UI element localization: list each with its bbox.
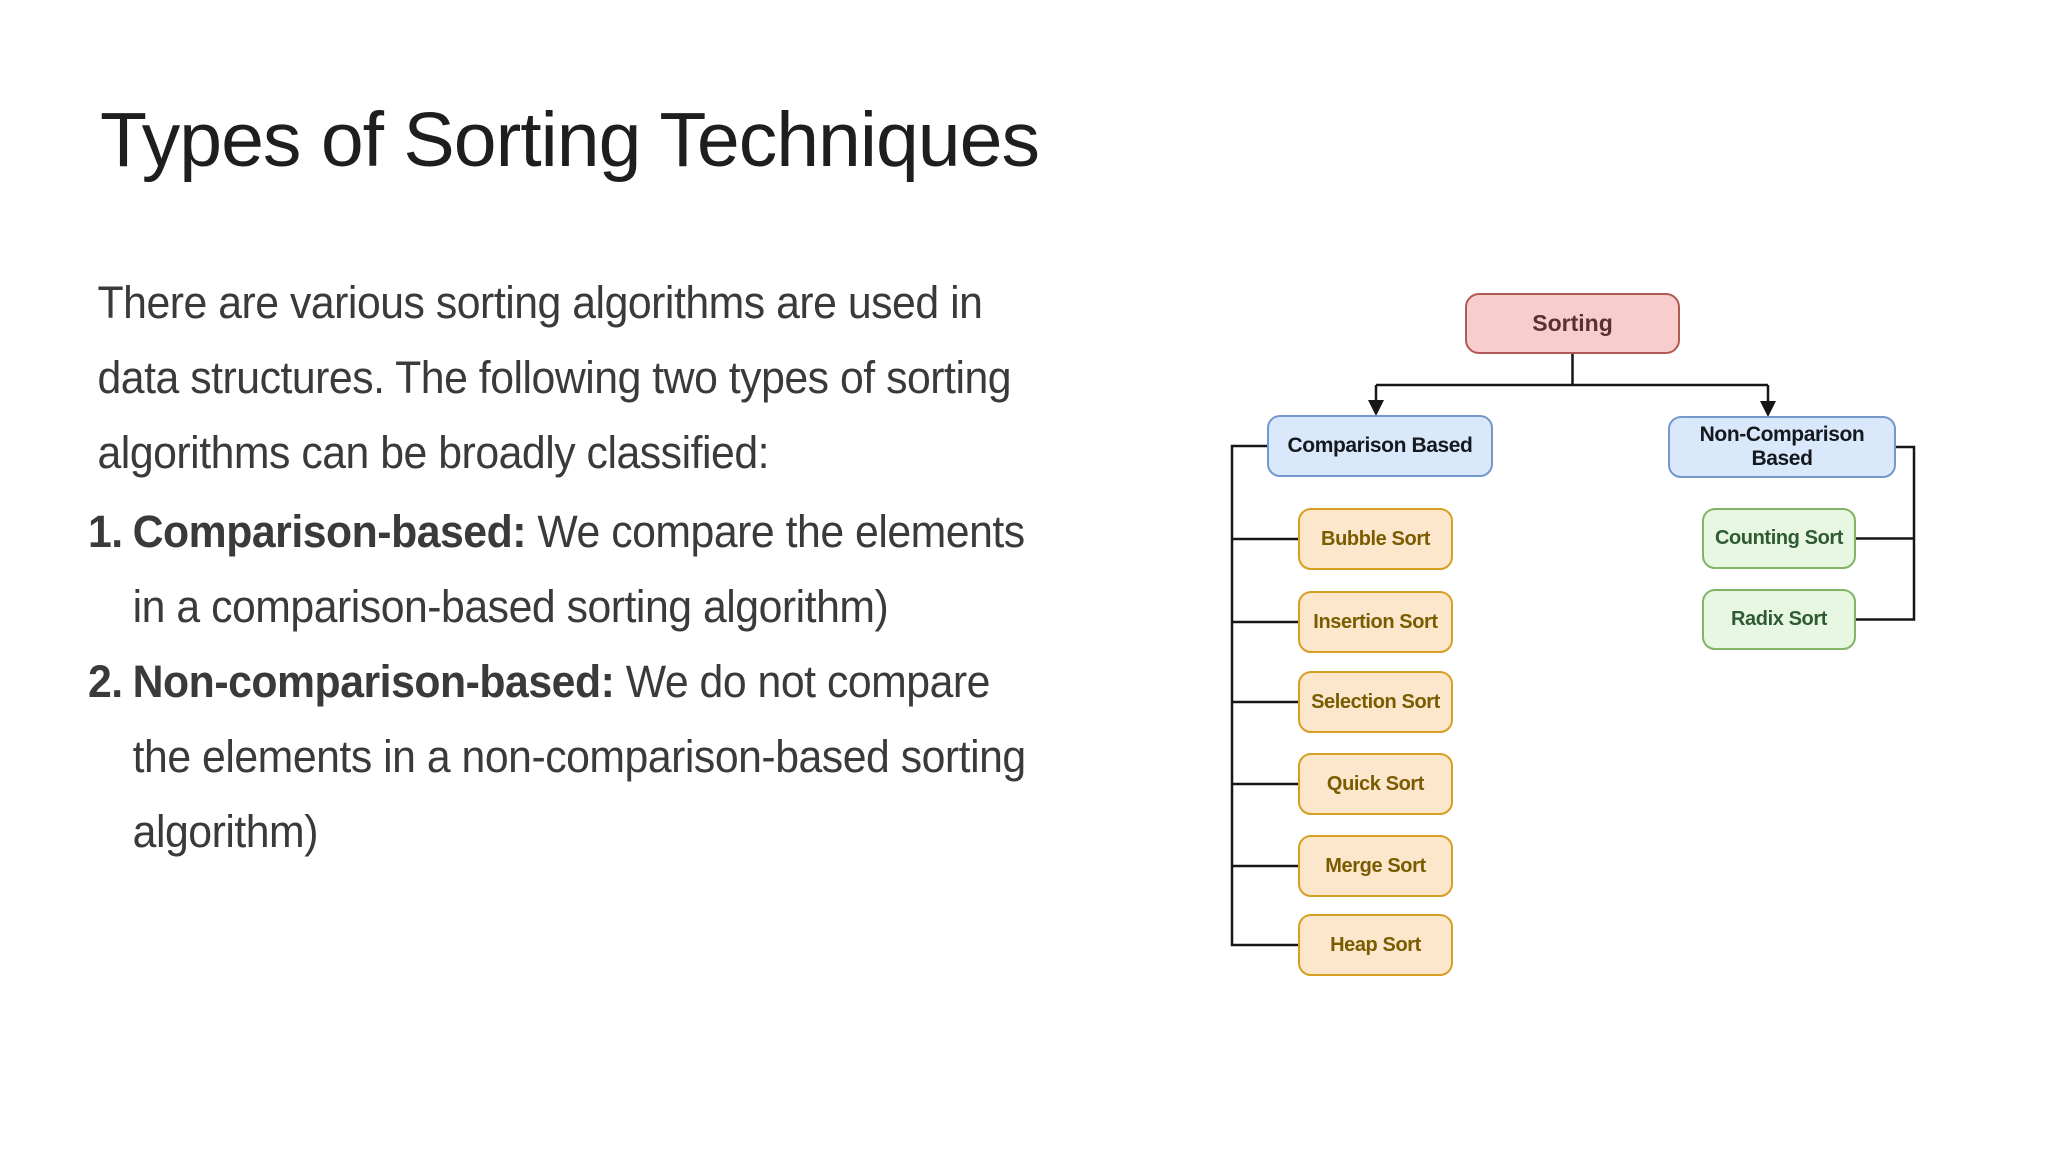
list-continuation-line: algorithm) (132, 806, 319, 857)
arrow-down-icon (1368, 400, 1384, 416)
diagram-node-insertion-sort: Insertion Sort (1298, 591, 1453, 653)
page-title: Types of Sorting Techniques (100, 97, 1040, 183)
diagram-node-merge-sort: Merge Sort (1298, 835, 1453, 897)
connector-left-spine (1230, 444, 1298, 947)
list-item-non-comparison-based: 2.Non-comparison-based: We do not compar… (88, 644, 1143, 869)
diagram-node-radix-sort: Radix Sort (1702, 589, 1856, 650)
paragraph-line: There are various sorting algorithms are… (97, 277, 983, 328)
list-continuation-line: in a comparison-based sorting algorithm) (132, 581, 889, 632)
list-item-comparison-based: 1.Comparison-based: We compare the eleme… (88, 494, 1143, 644)
diagram-node-selection-sort: Selection Sort (1298, 671, 1453, 733)
diagram-node-sorting: Sorting (1465, 293, 1680, 354)
list-item-first-line: 1.Comparison-based: We compare the eleme… (88, 494, 1143, 569)
list-continuation-line: the elements in a non-comparison-based s… (132, 731, 1027, 782)
list-lead-bold: Comparison-based: (132, 506, 527, 557)
list-number: 2. (88, 656, 123, 707)
connector-root-to-categories (1374, 354, 1770, 402)
diagram-node-quick-sort: Quick Sort (1298, 753, 1453, 815)
diagram-node-bubble-sort: Bubble Sort (1298, 508, 1453, 570)
list-lead-rest: We do not compare (614, 656, 991, 707)
list-lead-rest: We compare the elements (526, 506, 1025, 557)
list-item-first-line: 2.Non-comparison-based: We do not compar… (88, 644, 1143, 719)
numbered-list: 1.Comparison-based: We compare the eleme… (88, 494, 1143, 869)
diagram-node-non-comparison-based: Non-Comparison Based (1668, 416, 1896, 478)
intro-paragraph: There are various sorting algorithms are… (88, 265, 1143, 490)
paragraph-line: algorithms can be broadly classified: (97, 427, 770, 478)
arrow-down-icon (1760, 401, 1776, 417)
diagram-node-counting-sort: Counting Sort (1702, 508, 1856, 569)
list-lead-bold: Non-comparison-based: (132, 656, 615, 707)
body-text-column: There are various sorting algorithms are… (88, 265, 1143, 869)
diagram-node-heap-sort: Heap Sort (1298, 914, 1453, 976)
paragraph-line: data structures. The following two types… (97, 352, 1012, 403)
list-number: 1. (88, 506, 123, 557)
diagram-node-comparison-based: Comparison Based (1267, 415, 1493, 477)
